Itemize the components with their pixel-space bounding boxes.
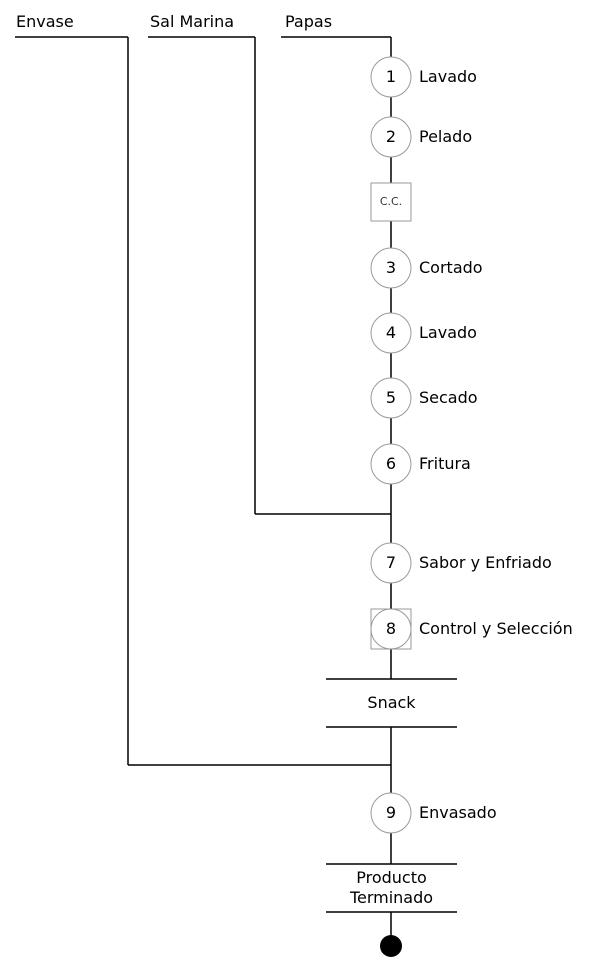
step-4-label: Lavado	[419, 323, 477, 342]
sal-marina-label: Sal Marina	[150, 12, 235, 31]
step-6-circle	[370, 443, 412, 485]
step-9-circle	[370, 792, 412, 834]
step-7-number: 7	[385, 553, 397, 572]
step-3-circle	[370, 247, 412, 289]
step-3-number: 3	[385, 258, 397, 277]
step-7-label: Sabor y Enfriado	[419, 553, 552, 572]
step-9-label: Envasado	[419, 803, 497, 822]
step-6-label: Fritura	[419, 454, 471, 473]
step-6-number: 6	[385, 454, 397, 473]
step-5-label: Secado	[419, 388, 478, 407]
step-3-label: Cortado	[419, 258, 483, 277]
control-point-label: C.C.	[379, 195, 403, 208]
step-8-label: Control y Selección	[419, 619, 573, 638]
terminal-dot	[380, 935, 402, 957]
papas-label: Papas	[285, 12, 333, 31]
step-7-circle	[370, 542, 412, 584]
step-1-circle	[370, 56, 412, 98]
control-point-box	[370, 182, 412, 222]
step-1-label: Lavado	[419, 67, 477, 86]
step-9-number: 9	[385, 803, 397, 822]
final-product-line1: Producto	[356, 868, 427, 887]
step-5-number: 5	[385, 388, 397, 407]
step-8-number: 8	[385, 619, 397, 638]
step-2-number: 2	[385, 127, 397, 146]
step-4-circle	[370, 312, 412, 354]
final-product-line2: Terminado	[349, 888, 434, 907]
step-1-number: 1	[385, 67, 397, 86]
step-2-circle	[370, 116, 412, 158]
step-5-circle	[370, 377, 412, 419]
envase-label: Envase	[16, 12, 74, 31]
step-8-circle	[370, 608, 412, 650]
step-2-label: Pelado	[419, 127, 473, 146]
step-4-number: 4	[385, 323, 397, 342]
snack-label: Snack	[367, 693, 416, 712]
